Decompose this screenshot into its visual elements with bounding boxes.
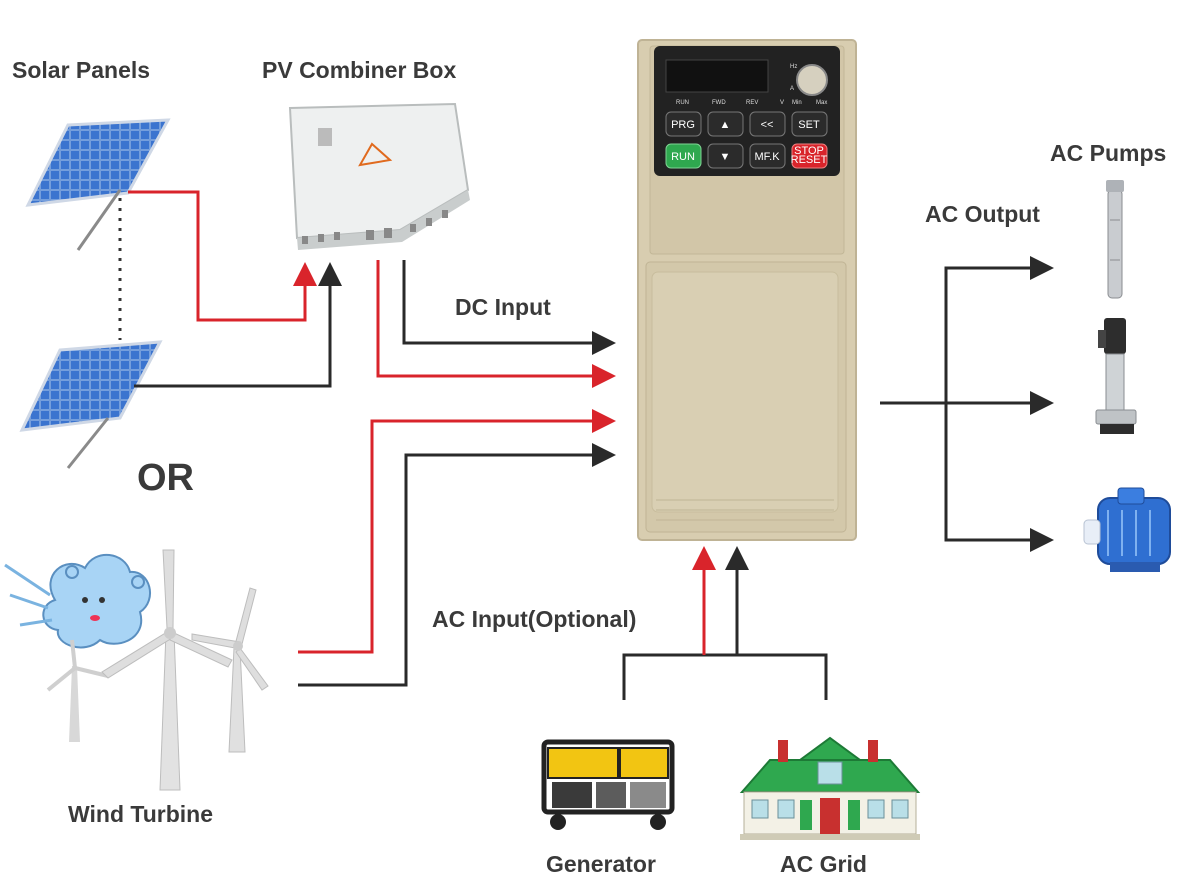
warning-triangle-icon [358, 142, 393, 167]
indicator-hz: Hz [790, 64, 797, 70]
ac-input-bus [622, 653, 828, 700]
wind-turbine-right [191, 587, 269, 753]
solar-positive-wire [128, 190, 317, 322]
ac-grid-label: AC Grid [780, 851, 867, 877]
indicator-v: V [780, 100, 784, 106]
wind-turbine-small-left [46, 639, 109, 742]
stop-button-label: STOP [794, 145, 824, 157]
dc-positive-wire [376, 260, 616, 388]
down-arrow-icon: ▼ [720, 151, 731, 163]
solar-panel-top [25, 118, 171, 251]
shift-button-label: << [761, 119, 774, 131]
down-button[interactable]: ▼ [707, 143, 744, 169]
prg-button[interactable]: PRG [665, 111, 702, 137]
indicator-a: A [790, 86, 794, 92]
wind-cloud-icon [4, 553, 151, 649]
indicator-min: Min [792, 100, 802, 106]
run-button[interactable]: RUN [665, 143, 702, 169]
mfk-button[interactable]: MF.K [749, 143, 786, 169]
dc-input-label: DC Input [455, 294, 551, 320]
shift-button[interactable]: << [749, 111, 786, 137]
dc-negative-wire [402, 260, 616, 355]
solar-panels-label: Solar Panels [12, 57, 150, 83]
combiner-switch [318, 128, 332, 146]
ac-output-label: AC Output [925, 201, 1040, 227]
generator-icon [541, 739, 675, 830]
prg-button-label: PRG [671, 119, 695, 131]
generator-label: Generator [546, 851, 656, 877]
stop-reset-button[interactable]: STOP RESET [791, 143, 828, 169]
solar-negative-wire [134, 262, 342, 388]
wind-positive-wire [298, 409, 616, 654]
solar-pump-inverter: Hz A RUN FWD REV V Min Max PRG ▲ << SET … [637, 39, 857, 541]
pv-combiner-box-label: PV Combiner Box [262, 57, 456, 83]
up-button[interactable]: ▲ [707, 111, 744, 137]
mfk-button-label: MF.K [754, 151, 780, 163]
ac-output-wire-bottom [944, 400, 1054, 552]
or-label: OR [137, 457, 194, 499]
reset-button-label: RESET [791, 154, 828, 166]
led-display [665, 59, 769, 93]
submersible-pump-icon [1106, 180, 1124, 299]
up-arrow-icon: ▲ [720, 119, 731, 131]
wind-turbine-label: Wind Turbine [68, 801, 213, 827]
solar-panel-bottom [19, 340, 163, 469]
set-button-label: SET [798, 119, 820, 131]
indicator-fwd: FWD [712, 100, 726, 106]
indicator-run: RUN [676, 100, 689, 106]
electric-motor-pump-icon [1083, 487, 1171, 572]
wind-turbine-large [101, 549, 233, 791]
vertical-multistage-pump-icon [1095, 318, 1137, 434]
wind-negative-wire [298, 443, 616, 687]
pv-combiner-box [288, 102, 470, 250]
ac-pumps-label: AC Pumps [1050, 140, 1166, 166]
potentiometer-knob[interactable] [796, 64, 828, 96]
indicator-rev: REV [746, 100, 758, 106]
ac-input-optional-label: AC Input(Optional) [432, 606, 636, 632]
run-button-label: RUN [671, 151, 695, 163]
ac-grid-house-icon [739, 736, 921, 840]
set-button[interactable]: SET [791, 111, 828, 137]
indicator-max: Max [816, 100, 827, 106]
